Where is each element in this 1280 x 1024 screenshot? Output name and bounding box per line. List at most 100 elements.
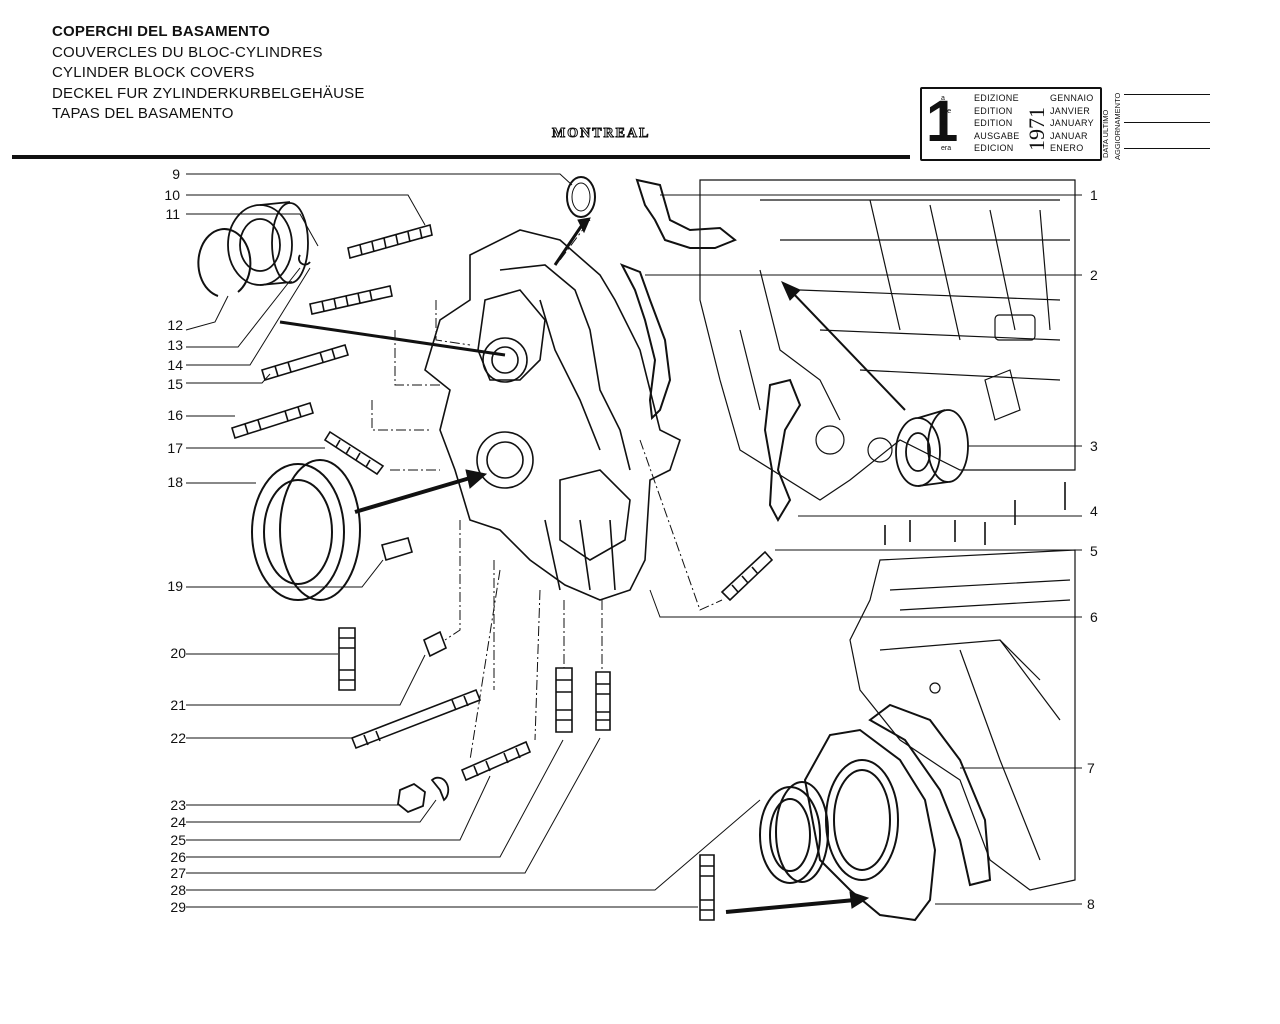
svg-text:AGGIORNAMENTO: AGGIORNAMENTO <box>1113 92 1122 160</box>
leader-lines-right <box>645 194 1082 905</box>
callout-5: 5 <box>1090 543 1098 559</box>
stud-13 <box>309 285 393 315</box>
stud-22 <box>350 688 482 750</box>
assembly-lines <box>371 219 723 761</box>
header-rule <box>12 155 910 159</box>
seal-ring-9 <box>566 176 596 218</box>
callout-19: 19 <box>167 578 183 594</box>
engine-block-lower <box>849 549 1076 891</box>
callout-10: 10 <box>164 187 180 203</box>
callout-7: 7 <box>1087 760 1095 776</box>
callout-16: 16 <box>167 407 183 423</box>
brand-logo: MONTREAL <box>551 126 651 142</box>
callout-20: 20 <box>170 645 186 661</box>
edition-words: EDIZIONE EDITION EDITION AUSGABE EDICION <box>974 92 1020 155</box>
update-line-1 <box>1124 94 1210 95</box>
edition-word-fr: EDITION <box>974 105 1013 116</box>
stud-15 <box>261 344 349 381</box>
edition-year: 1971 <box>1024 107 1049 151</box>
callout-6: 6 <box>1090 609 1098 625</box>
ordinal-es: era <box>941 145 952 152</box>
callout-8: 8 <box>1087 896 1095 912</box>
washer-24 <box>430 776 450 802</box>
edition-word-it: EDIZIONE <box>974 93 1019 103</box>
ordinal-fr: ère <box>941 107 952 115</box>
gasket-4 <box>763 378 802 523</box>
callout-9: 9 <box>172 166 180 182</box>
title-french: COUVERCLES DU BLOC-CYLINDRES <box>52 43 323 61</box>
callout-13: 13 <box>167 337 183 353</box>
engine-block-upper <box>699 179 1076 501</box>
edition-word-es: EDICION <box>974 143 1014 153</box>
svg-text:1971: 1971 <box>1024 107 1049 151</box>
dowel-19 <box>381 537 413 562</box>
callout-3: 3 <box>1090 438 1098 454</box>
callout-21: 21 <box>170 697 186 713</box>
callout-25: 25 <box>170 832 186 848</box>
title-block: COPERCHI DEL BASAMENTO COUVERCLES DU BLO… <box>52 22 365 125</box>
bearing-11 <box>227 201 311 286</box>
callout-24: 24 <box>170 814 186 830</box>
month-en: JANUARY <box>1050 118 1094 128</box>
gasket-2 <box>619 263 672 421</box>
rear-cover-8 <box>803 728 937 922</box>
stud-27 <box>595 671 611 731</box>
callout-23: 23 <box>170 797 186 813</box>
direction-arrows <box>279 217 906 914</box>
dowel-21 <box>422 630 448 658</box>
stud-5 <box>720 550 774 602</box>
ordinal-it: a <box>941 95 945 102</box>
callout-15: 15 <box>167 376 183 392</box>
title-italian: COPERCHI DEL BASAMENTO <box>52 23 271 40</box>
nut-23 <box>397 782 426 814</box>
title-spanish: TAPAS DEL BASAMENTO <box>52 105 234 122</box>
block-studs <box>884 482 1066 545</box>
rear-seal-28 <box>759 781 829 884</box>
callout-29: 29 <box>170 899 186 915</box>
callout-12: 12 <box>167 317 183 333</box>
stud-16 <box>231 401 314 440</box>
stud-29 <box>699 854 715 921</box>
callout-17: 17 <box>167 440 183 456</box>
title-german: DECKEL FUR ZYLINDERKURBELGEHÄUSE <box>52 84 365 102</box>
circlip-12 <box>197 228 252 297</box>
callout-1: 1 <box>1090 187 1098 203</box>
callout-2: 2 <box>1090 267 1098 283</box>
callout-28: 28 <box>170 882 186 898</box>
svg-text:DATA ULTIMO: DATA ULTIMO <box>1101 109 1110 158</box>
gasket-1 <box>635 178 737 249</box>
oil-seal-18 <box>251 459 361 601</box>
callout-11: 11 <box>165 206 180 222</box>
update-line-3 <box>1124 148 1210 149</box>
month-de: JANUAR <box>1050 130 1088 141</box>
month-it: GENNAIO <box>1050 93 1094 103</box>
edition-ordinals: a ère st . era <box>941 93 951 156</box>
title-english: CYLINDER BLOCK COVERS <box>52 64 255 81</box>
edition-number: 1 <box>926 89 959 154</box>
callout-26: 26 <box>170 849 186 865</box>
edition-box: 1 a ère st . era EDIZIONE EDITION EDITIO… <box>920 87 1102 161</box>
month-fr: JANVIER <box>1050 105 1091 116</box>
callout-27: 27 <box>170 865 186 881</box>
gasket-7 <box>868 703 992 887</box>
ordinal-de: . <box>941 132 943 140</box>
ordinal-en: st <box>941 120 947 127</box>
stud-25 <box>460 740 532 782</box>
bearing-3 <box>895 409 969 487</box>
edition-months: GENNAIO JANVIER JANUARY JANUAR ENERO <box>1050 92 1094 155</box>
stud-20 <box>338 627 356 691</box>
stud-17 <box>323 430 385 476</box>
edition-word-en: EDITION <box>974 118 1013 128</box>
callout-18: 18 <box>167 474 183 490</box>
update-line-2 <box>1124 122 1210 123</box>
leader-lines-left <box>185 173 761 908</box>
callout-4: 4 <box>1090 503 1098 519</box>
stud-26 <box>555 667 573 733</box>
edition-word-de: AUSGABE <box>974 130 1020 141</box>
callout-14: 14 <box>167 357 183 373</box>
stud-10 <box>347 223 433 260</box>
callout-22: 22 <box>170 730 186 746</box>
update-date-label: DATA ULTIMO AGGIORNAMENTO <box>1101 92 1122 160</box>
month-es: ENERO <box>1050 143 1084 153</box>
